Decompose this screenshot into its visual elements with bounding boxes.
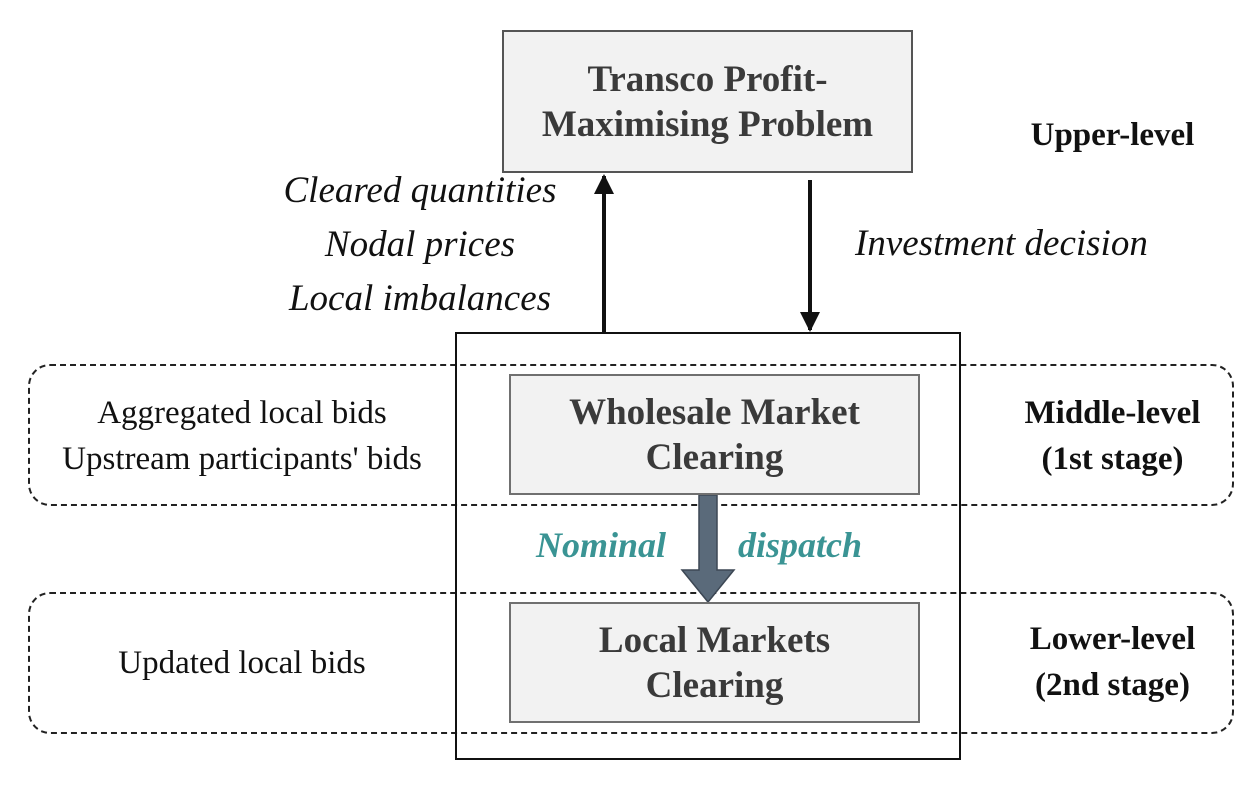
middle-level-band <box>28 364 1234 506</box>
middle-level-line1: Middle-level <box>1024 395 1201 431</box>
wholesale-market-line1: Wholesale Market <box>569 391 860 433</box>
upward-inputs: Cleared quantities Nodal prices Local im… <box>240 164 600 326</box>
wholesale-market-box: Wholesale Market Clearing <box>509 374 920 495</box>
wholesale-market-line2: Clearing <box>645 436 784 478</box>
updated-local-bids-label: Updated local bids <box>118 645 366 681</box>
cleared-quantities-label: Cleared quantities <box>283 170 557 211</box>
lower-level-line1: Lower-level <box>1029 621 1196 657</box>
local-markets-box: Local Markets Clearing <box>509 602 920 723</box>
middle-inputs: Aggregated local bids Upstream participa… <box>30 390 454 482</box>
local-markets-line1: Local Markets <box>598 619 831 661</box>
market-frame <box>455 332 961 760</box>
transco-problem-line2: Maximising Problem <box>541 103 874 145</box>
aggregated-local-bids-label: Aggregated local bids <box>97 395 387 431</box>
upstream-bids-label: Upstream participants' bids <box>62 441 422 477</box>
local-imbalances-label: Local imbalances <box>288 278 552 319</box>
lower-level-band <box>28 592 1234 734</box>
upper-level-text: Upper-level <box>1030 117 1195 153</box>
nominal-label: Nominal <box>536 525 667 565</box>
transco-problem-line1: Transco Profit- <box>587 58 828 100</box>
dispatch-arrow <box>680 494 736 604</box>
lower-inputs: Updated local bids <box>30 640 454 686</box>
lower-level-line2: (2nd stage) <box>1035 667 1190 703</box>
nodal-prices-label: Nodal prices <box>324 224 516 265</box>
local-markets-line2: Clearing <box>645 664 784 706</box>
dispatch-label: dispatch <box>738 525 863 565</box>
lower-level-label: Lower-level (2nd stage) <box>1000 616 1225 708</box>
middle-level-line2: (1st stage) <box>1041 441 1184 477</box>
middle-level-label: Middle-level (1st stage) <box>1000 390 1225 482</box>
upper-level-label: Upper-level <box>1000 112 1225 158</box>
investment-decision-label: Investment decision <box>855 223 1148 264</box>
transco-problem-box: Transco Profit- Maximising Problem <box>502 30 913 173</box>
